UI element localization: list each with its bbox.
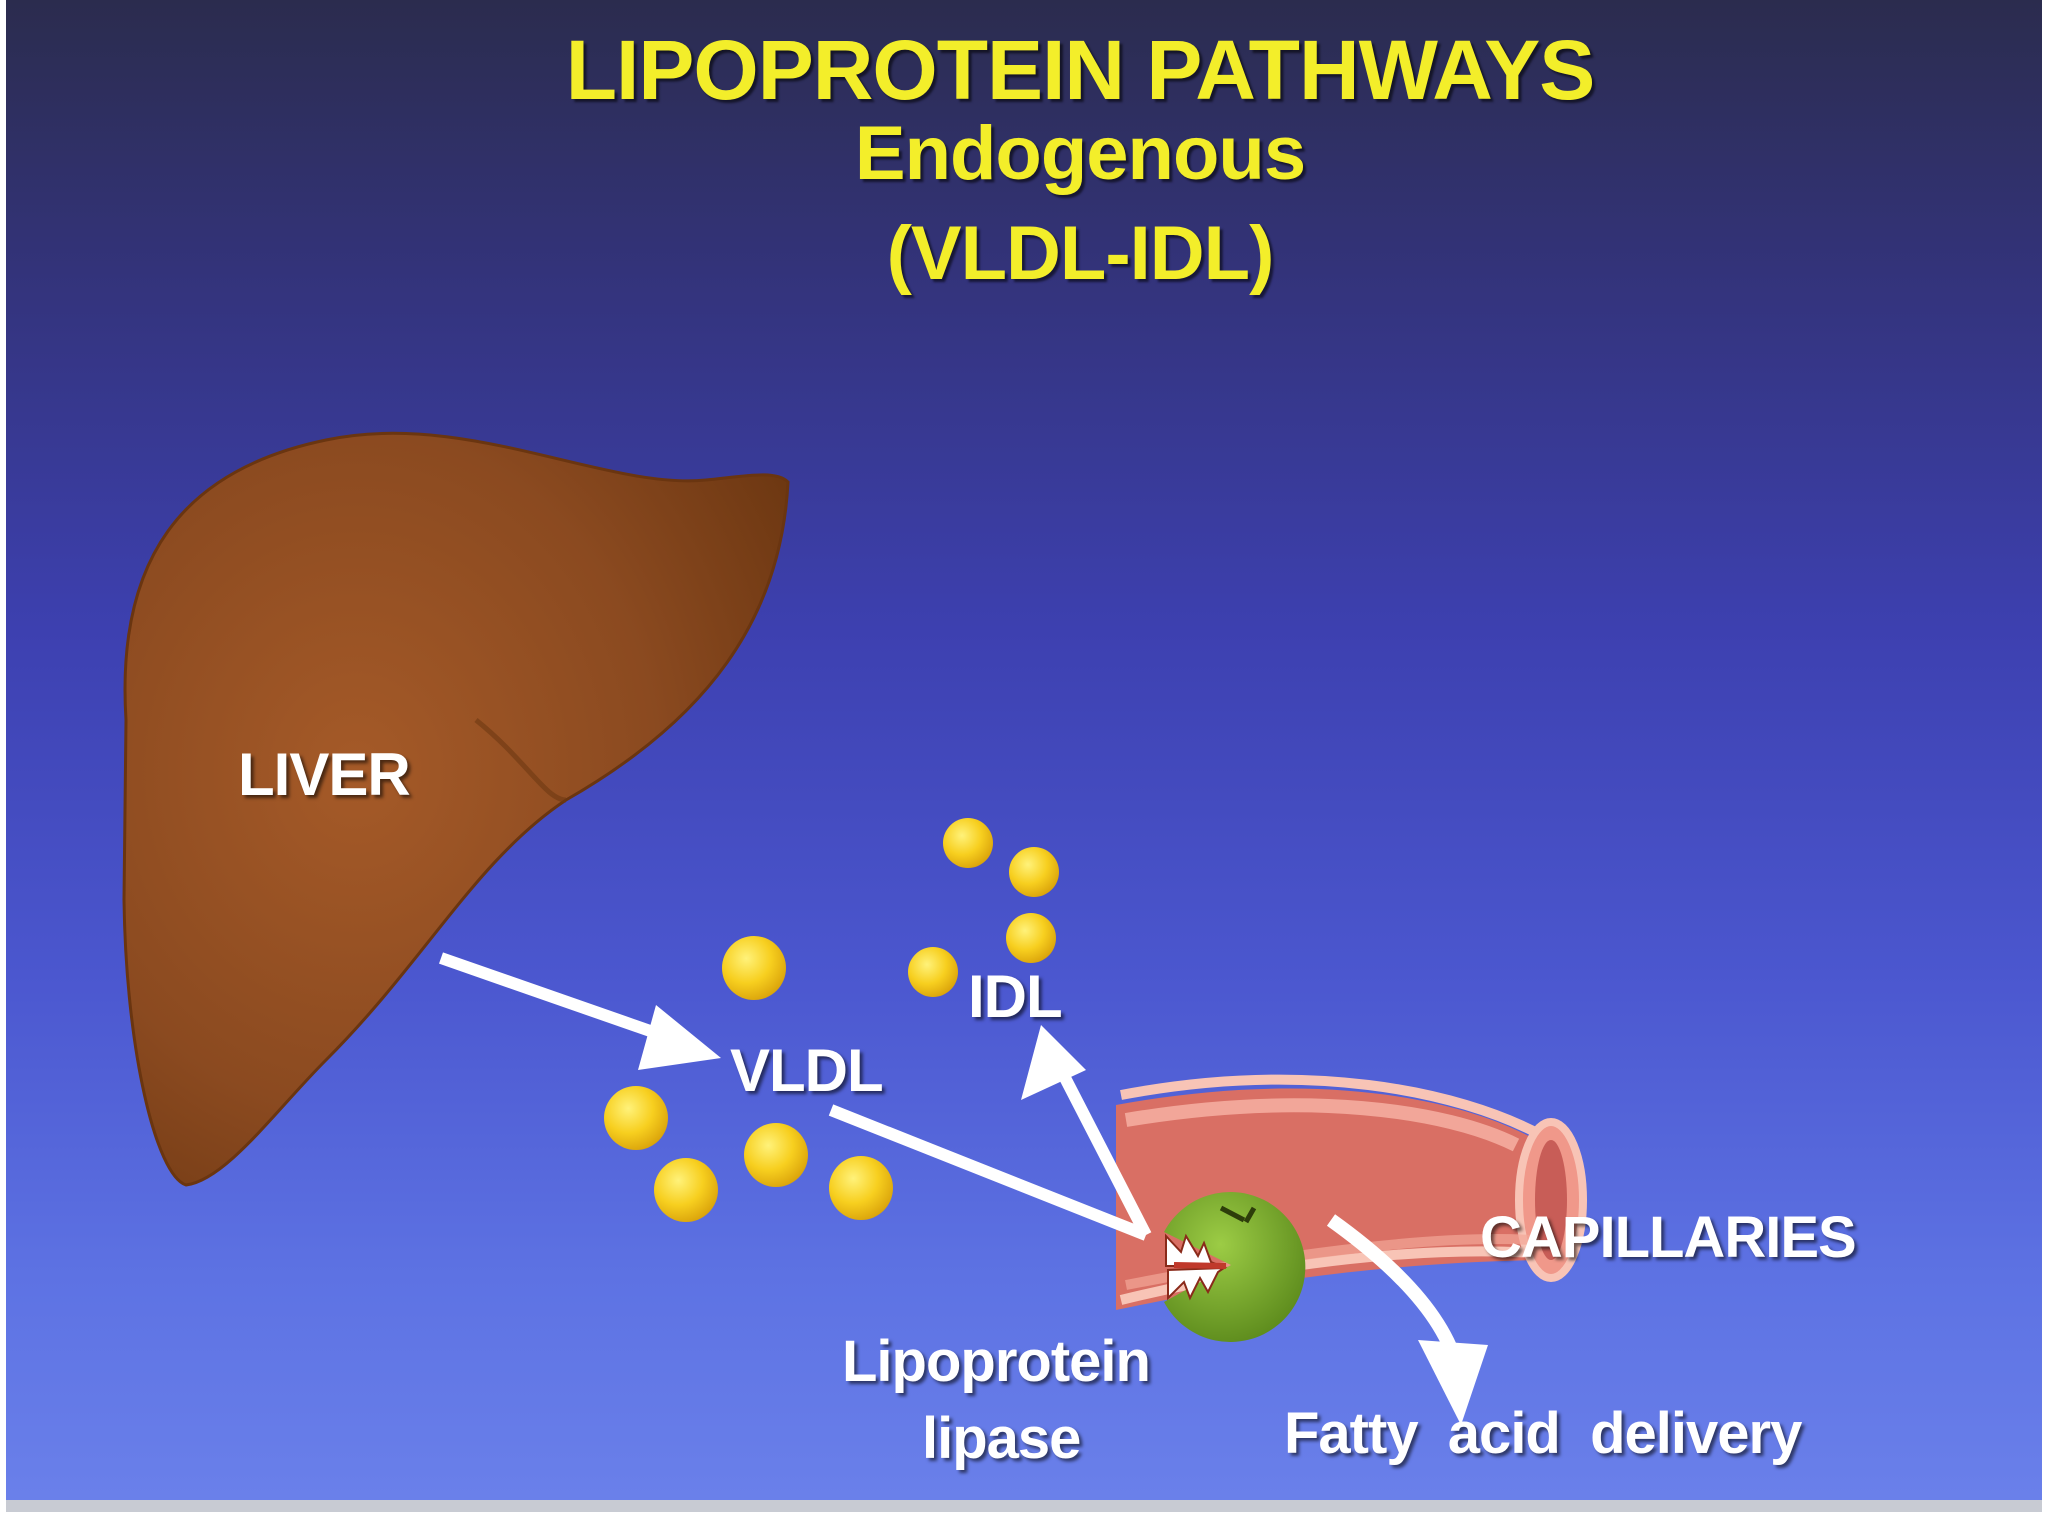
arrow-vldl-to-lipase: [828, 1104, 1149, 1241]
label-idl: IDL: [968, 963, 1063, 1030]
particle: [1006, 913, 1056, 963]
label-vldl: VLDL: [730, 1037, 884, 1104]
label-lipase-line2: lipase: [922, 1406, 1081, 1471]
particle: [908, 947, 958, 997]
vldl-particles: [604, 936, 893, 1222]
particle: [604, 1086, 668, 1150]
bottom-bar: [0, 1500, 2048, 1536]
label-lipase-line1: Lipoprotein: [842, 1329, 1151, 1394]
slide-background: LIPOPROTEIN PATHWAYS Endogenous (VLDL-ID…: [6, 0, 2042, 1500]
particle: [1009, 847, 1059, 897]
arrowhead: [1021, 1025, 1086, 1100]
idl-particles: [908, 818, 1059, 997]
particle: [744, 1123, 808, 1187]
label-liver: LIVER: [238, 741, 411, 808]
particle: [943, 818, 993, 868]
arrowhead: [638, 1005, 721, 1070]
particle: [722, 936, 786, 1000]
lipase-enzyme-icon: [1164, 1192, 1306, 1342]
liver-shape: [122, 431, 790, 1187]
arrowhead: [1418, 1340, 1488, 1425]
title-subtitle: Endogenous: [854, 111, 1306, 196]
particle: [829, 1156, 893, 1220]
arrow-liver-to-vldl: [439, 952, 678, 1046]
label-fatty-acid-delivery: Fatty acid delivery: [1284, 1401, 1802, 1466]
particle: [654, 1158, 718, 1222]
title-pathway: (VLDL-IDL): [886, 211, 1275, 296]
label-capillaries: CAPILLARIES: [1480, 1205, 1857, 1270]
arrow-lipase-to-idl: [1055, 1067, 1152, 1238]
arrows: [439, 952, 1488, 1425]
pathway-diagram: [122, 431, 1587, 1425]
title-main: LIPOPROTEIN PATHWAYS: [565, 23, 1596, 117]
